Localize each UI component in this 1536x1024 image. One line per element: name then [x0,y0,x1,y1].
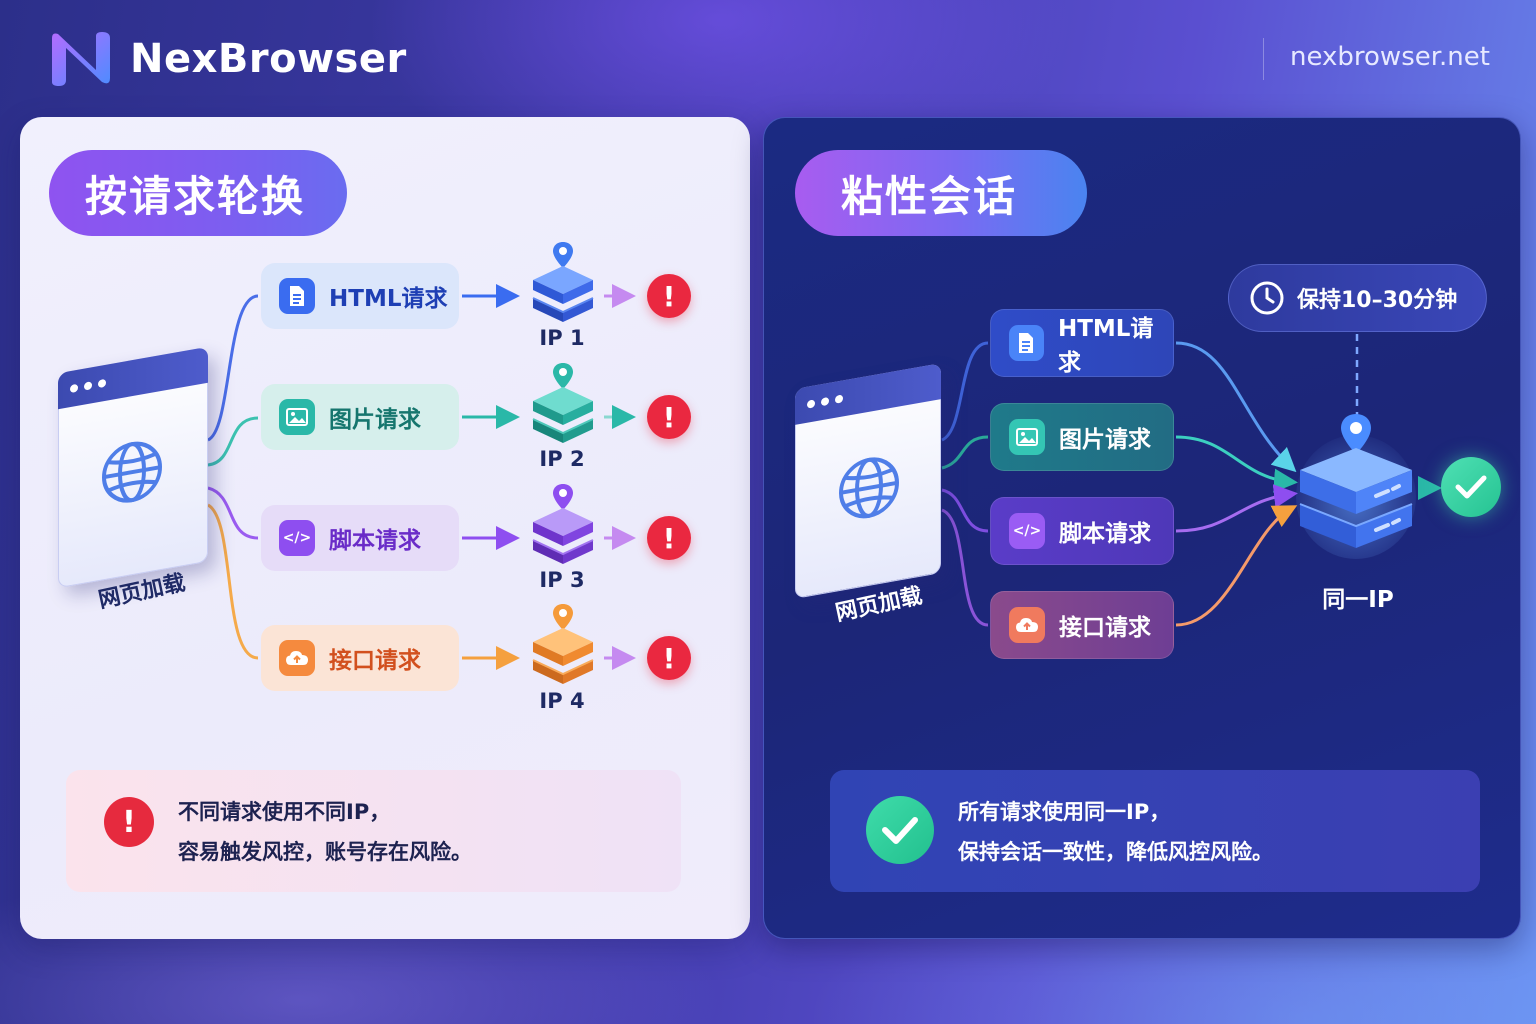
code-icon: </> [1009,513,1045,549]
same-ip-label: 同一IP [1322,587,1394,613]
image-request-chip: 图片请求 [261,384,459,450]
alert-icon-ip3: ! [647,516,691,560]
script-request-chip-right: </> 脚本请求 [990,497,1174,565]
script-request-label-right: 脚本请求 [1059,521,1151,547]
image-icon [1009,419,1045,455]
session-duration-text: 保持10–30分钟 [1297,288,1458,313]
html-request-chip: HTML请求 [261,263,459,329]
api-request-label: 接口请求 [329,648,421,674]
code-icon: </> [279,520,315,556]
image-request-label-right: 图片请求 [1059,427,1151,453]
link-r-browser-script [941,488,989,533]
document-icon [279,278,315,314]
consistency-note-text: 所有请求使用同一IP， 保持会话一致性，降低风控风险。 [958,792,1273,872]
sticky-session-title: 粘性会话 [795,150,1087,236]
ip4-label: IP 4 [539,689,585,713]
header-divider [1263,38,1264,80]
script-request-chip: </> 脚本请求 [261,505,459,571]
server-ip1-icon [532,242,594,322]
session-duration-badge: 保持10–30分钟 [1228,264,1487,332]
api-request-chip-right: 接口请求 [990,591,1174,659]
link-browser-html [207,294,259,442]
brand-name: NexBrowser [130,36,407,82]
clock-icon [1250,281,1284,315]
image-request-label: 图片请求 [329,407,421,433]
document-icon [1009,325,1044,361]
browser-window-right [795,363,941,599]
globe-icon [839,457,899,519]
link-browser-image [207,416,259,467]
html-request-chip-right: HTML请求 [990,309,1174,377]
alert-icon-ip1: ! [647,274,691,318]
html-request-label-right: HTML请求 [1057,316,1154,376]
globe-icon [102,441,162,503]
ip1-label: IP 1 [539,326,585,350]
link-r-browser-image [941,435,989,470]
ip3-label: IP 3 [539,568,585,592]
link-browser-script [207,486,259,540]
nexbrowser-logo-icon [52,32,110,86]
link-r-browser-html [941,341,989,442]
warning-icon: ! [104,797,154,847]
link-html-sameip [1175,341,1297,473]
link-image-sameip [1175,435,1298,493]
link-api-sameip [1175,505,1298,627]
image-icon [279,399,315,435]
risk-note-box [66,770,681,892]
server-ip4-icon [532,604,594,684]
consistency-note-line-2: 保持会话一致性，降低风控风险。 [958,840,1273,864]
link-script-sameip [1175,484,1298,533]
success-check-icon [866,796,934,864]
risk-note-line-1: 不同请求使用不同IP， [178,800,391,824]
check-icon [1441,457,1501,517]
rotating-title: 按请求轮换 [49,150,347,236]
ip2-label: IP 2 [539,447,585,471]
alert-icon-ip2: ! [647,395,691,439]
consistency-note-line-1: 所有请求使用同一IP， [958,800,1171,824]
cloud-icon [1009,607,1045,643]
risk-note-text: 不同请求使用不同IP， 容易触发风控，账号存在风险。 [178,792,472,872]
risk-note-line-2: 容易触发风控，账号存在风险。 [178,840,472,864]
server-ip3-icon [532,484,594,564]
alert-icon-ip4: ! [647,636,691,680]
api-request-chip: 接口请求 [261,625,459,691]
api-request-label-right: 接口请求 [1059,615,1151,641]
server-ip2-icon [532,363,594,443]
link-r-browser-api [941,508,989,627]
same-ip-server-icon [1296,414,1416,559]
consistency-note-box [830,770,1480,892]
cloud-icon [279,640,315,676]
browser-window-left [58,346,208,589]
html-request-label: HTML请求 [329,286,448,312]
site-url-link[interactable]: nexbrowser.net [1290,42,1490,72]
image-request-chip-right: 图片请求 [990,403,1174,471]
script-request-label: 脚本请求 [329,528,421,554]
link-browser-api [207,503,259,660]
